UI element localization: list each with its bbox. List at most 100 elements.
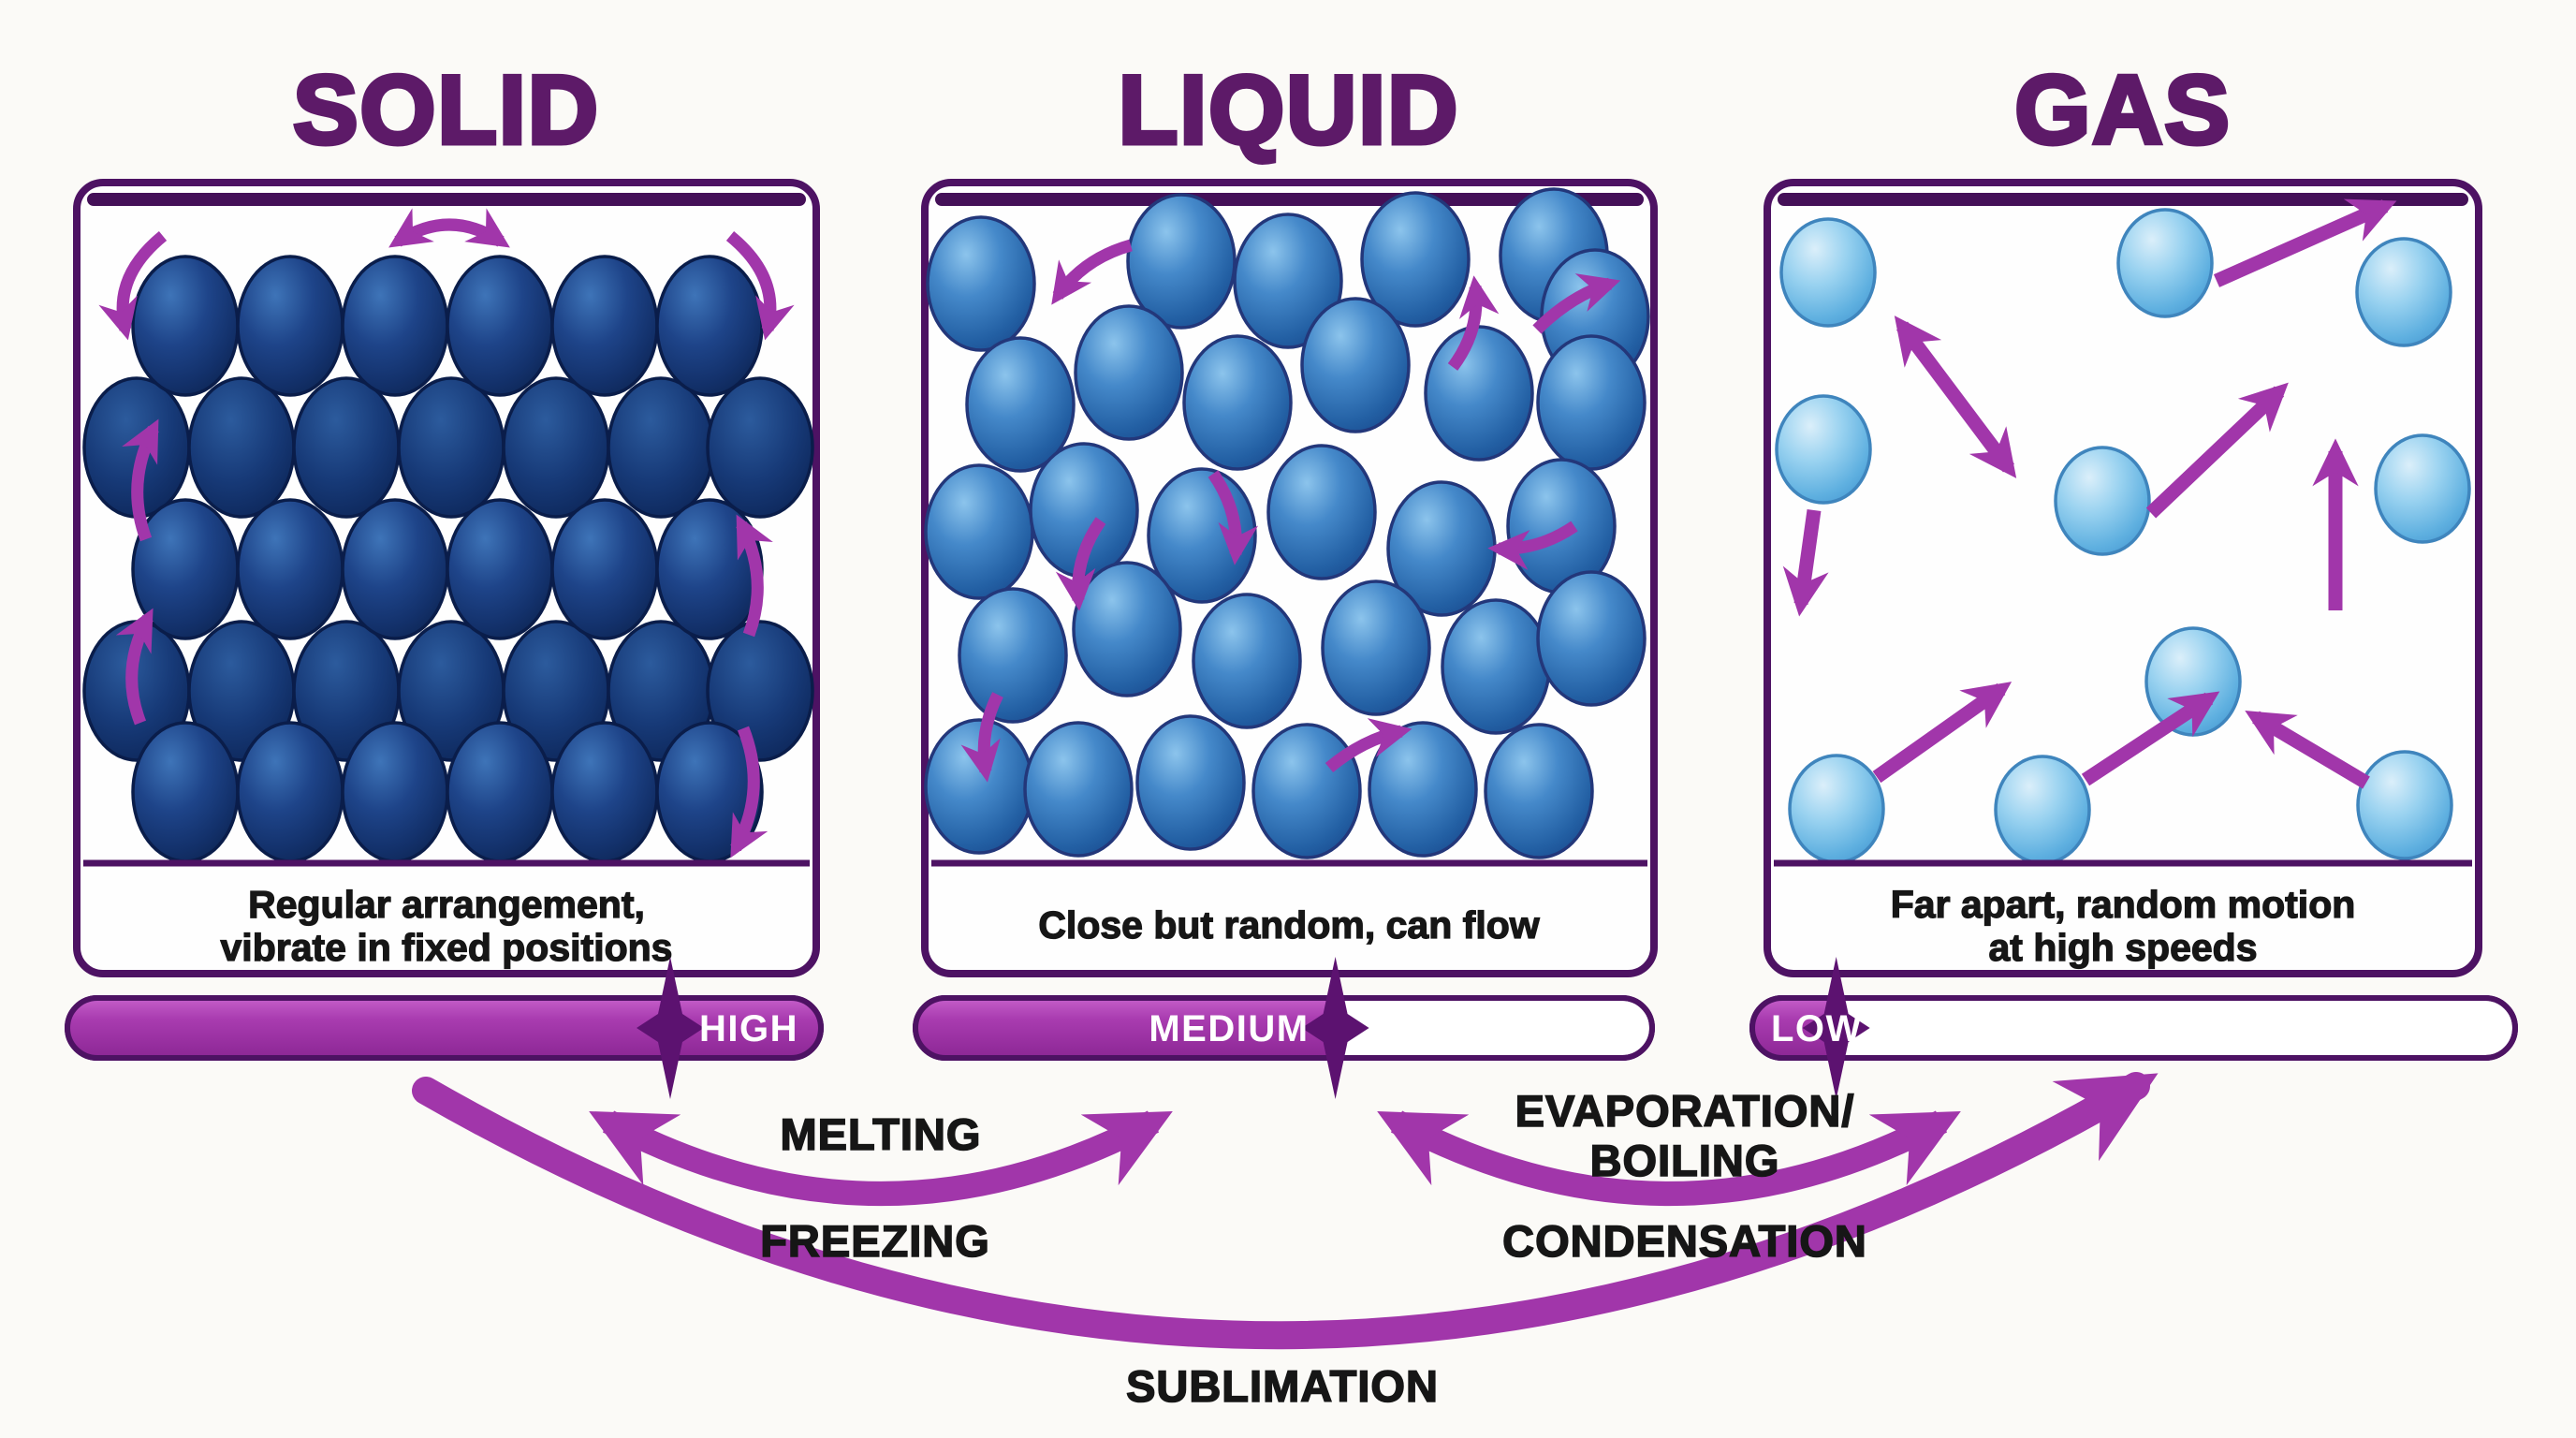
liquid-particle — [1536, 334, 1647, 471]
vibration-arrow — [98, 230, 168, 341]
solid-particle — [187, 376, 296, 519]
melting-label: MELTING — [781, 1109, 982, 1159]
gas-caption-line2: at high speeds — [1988, 926, 2257, 969]
liquid-particle — [1360, 191, 1471, 328]
gas-particle — [2356, 750, 2453, 860]
solid-particle — [236, 498, 344, 640]
liquid-particle — [1441, 598, 1551, 735]
solid-particle — [446, 498, 554, 640]
gas-motion-arrows — [1782, 198, 2397, 789]
solid-particle — [655, 498, 764, 640]
boiling-label: BOILING — [1590, 1136, 1780, 1185]
liquid-particle — [1536, 570, 1647, 707]
liquid-particle — [1368, 721, 1478, 858]
solid-particle — [236, 721, 344, 863]
gas-particle — [2116, 208, 2214, 318]
gas-energy-marker-star — [1802, 957, 1870, 1099]
flow-arrow — [1532, 273, 1621, 334]
liquid-title: LIQUID — [1119, 56, 1459, 165]
vibration-arrow — [115, 608, 154, 726]
solid-panel: Regular arrangement, vibrate in fixed po… — [73, 179, 820, 977]
solid-particle — [397, 376, 505, 519]
speed-arrow — [1894, 315, 2017, 478]
evaporation-condensation-arrow — [1377, 1110, 1961, 1206]
gas-title: GAS — [2014, 56, 2231, 165]
solid-caption-line2: vibrate in fixed positions — [221, 926, 673, 969]
solid-particle — [655, 255, 764, 397]
flow-arrow — [1051, 239, 1133, 305]
liquid-particle — [1251, 723, 1362, 859]
vibration-arrow — [736, 514, 773, 638]
liquid-particle — [1126, 193, 1237, 330]
gas-panel: Far apart, random motion at high speeds — [1764, 179, 2482, 977]
solid-particle — [292, 376, 401, 519]
vibration-arrow — [388, 208, 510, 248]
evaporation-label: EVAPORATION/ — [1515, 1086, 1855, 1136]
liquid-particle — [924, 463, 1034, 600]
liquid-particle — [958, 587, 1068, 724]
solid-energy-marker-star — [637, 957, 704, 1099]
solid-caption-line1: Regular arrangement, — [248, 883, 645, 926]
gas-particle — [1779, 217, 1877, 328]
liquid-particle — [926, 215, 1036, 352]
liquid-energy-bar-fill — [915, 998, 1336, 1058]
solid-particle — [550, 721, 659, 863]
speed-arrow — [2081, 691, 2220, 786]
solid-particles — [82, 255, 814, 863]
condensation-label: CONDENSATION — [1502, 1216, 1867, 1266]
liquid-flow-arrows — [960, 239, 1621, 783]
liquid-particle — [1182, 334, 1293, 471]
speed-arrow — [1782, 508, 1829, 617]
solid-particle — [341, 255, 449, 397]
gas-particle — [2054, 446, 2151, 556]
liquid-particle — [1484, 723, 1594, 859]
solid-particle — [446, 255, 554, 397]
solid-particle — [236, 255, 344, 397]
liquid-particle — [1192, 593, 1302, 729]
liquid-particle — [1074, 304, 1184, 441]
solid-energy-level-label: HIGH — [699, 1008, 798, 1049]
solid-vibration-arrows — [98, 208, 795, 858]
flow-arrow — [1487, 521, 1578, 570]
sublimation-label: SUBLIMATION — [1126, 1361, 1439, 1411]
gas-energy-level-label: LOW — [1771, 1008, 1863, 1049]
liquid-panel: Close but random, can flow — [921, 179, 1658, 977]
liquid-particle — [965, 336, 1076, 473]
speed-arrow — [2145, 382, 2289, 519]
vibration-arrow — [730, 726, 768, 858]
melting-freezing-arrow — [589, 1110, 1173, 1206]
speed-arrow — [1872, 682, 2012, 784]
solid-particle — [341, 721, 449, 863]
liquid-particle — [1266, 444, 1377, 580]
liquid-particle — [1300, 297, 1411, 433]
gas-particle — [1775, 394, 1872, 505]
liquid-particle — [1424, 325, 1534, 462]
solid-particle — [131, 255, 240, 397]
solid-title: SOLID — [293, 56, 600, 165]
liquid-particle — [1135, 714, 1246, 851]
solid-particle — [550, 255, 659, 397]
solid-particle — [131, 721, 240, 863]
liquid-particles — [924, 187, 1650, 859]
vibration-arrow — [122, 418, 159, 542]
solid-particle — [706, 620, 814, 762]
liquid-energy-level-label: MEDIUM — [1149, 1008, 1309, 1049]
speed-arrow — [2213, 198, 2397, 287]
solid-particle — [131, 498, 240, 640]
speed-arrow — [2245, 711, 2370, 789]
liquid-particle — [1233, 213, 1343, 349]
solid-particle — [341, 498, 449, 640]
flow-arrow — [1208, 470, 1259, 565]
gas-caption-line1: Far apart, random motion — [1891, 883, 2356, 926]
gas-particle — [1788, 754, 1885, 864]
flow-arrow — [1325, 718, 1412, 773]
liquid-particle — [1321, 580, 1431, 716]
gas-particle — [1994, 755, 2091, 865]
gas-particle — [2355, 237, 2452, 347]
vibration-arrow — [725, 230, 795, 341]
gas-particle — [2374, 433, 2471, 544]
solid-particle — [607, 376, 715, 519]
solid-particle — [706, 376, 814, 519]
